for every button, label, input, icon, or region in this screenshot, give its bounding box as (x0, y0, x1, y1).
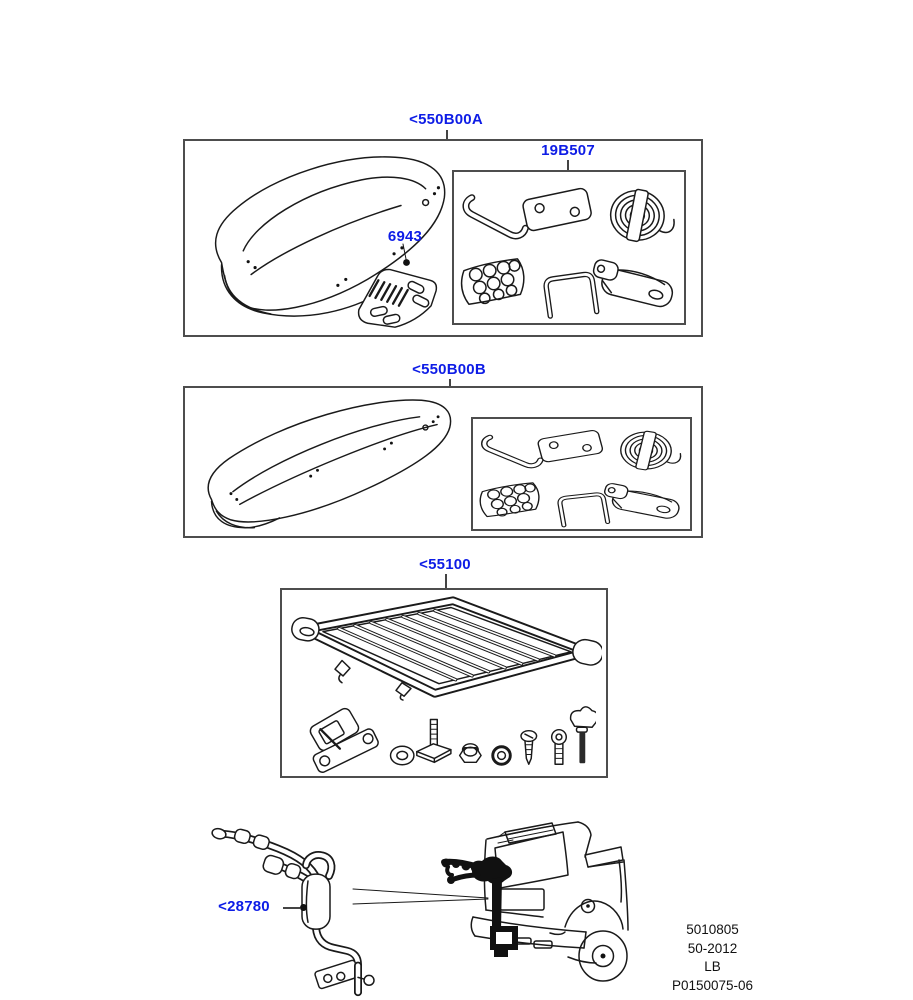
part-label-19B507[interactable]: 19B507 (541, 142, 595, 159)
roof-box-b-illustration (207, 399, 452, 529)
part-label-550B00B[interactable]: <550B00B (412, 361, 486, 378)
part-label-28780[interactable]: <28780 (218, 898, 270, 915)
mounting-plate (522, 187, 592, 232)
group-box-fitting-kit-a (452, 170, 686, 325)
leader-line-28780 (283, 907, 300, 909)
luggage-basket-illustration (291, 596, 602, 701)
carrier-silhouette (441, 856, 518, 957)
leader-line-19B507 (567, 160, 569, 170)
fixing-bracket (309, 707, 379, 773)
machine-screw (550, 728, 568, 765)
ring-washer (491, 745, 512, 766)
group-box-fitting-kit-b (471, 417, 692, 531)
footer-reference-block: 5010805 50-2012 LB P0150075-06 (640, 921, 785, 995)
part-label-55100[interactable]: <55100 (419, 556, 471, 573)
adapter-plate-illustration (357, 268, 438, 328)
mounting-plate (537, 430, 604, 463)
leader-line-550B00B (449, 379, 451, 386)
part-label-550B00A[interactable]: <550B00A (409, 111, 483, 128)
washer (389, 745, 415, 766)
footer-catalog-number: 5010805 (686, 922, 739, 937)
strap-buckle (592, 259, 674, 308)
basket-clamps (334, 659, 412, 701)
fixing-tool (481, 434, 544, 469)
strap-coil (609, 188, 675, 243)
leader-line-55100 (445, 574, 447, 588)
pad-sheet (479, 482, 540, 518)
strap-buckle (604, 483, 680, 519)
roof-box-a-body (214, 156, 446, 317)
u-bolt (543, 271, 600, 319)
leader-line-550B00A (446, 130, 448, 139)
strap-coil (620, 430, 682, 471)
pad-sheet (460, 258, 525, 305)
carrier-post (301, 873, 331, 930)
footer-section-number: 50-2012 (687, 940, 738, 956)
tow-plate (314, 959, 360, 990)
thumb-bolt (569, 706, 596, 764)
footer-drawing-number: P0150075-06 (671, 977, 754, 993)
roof-box-a-illustration (214, 156, 446, 317)
basket-slats (337, 608, 557, 682)
fitting-kit-b-illustration (479, 430, 682, 528)
group-box-roof-box-a (183, 139, 703, 337)
vehicle-body (470, 821, 629, 982)
carrier-lower-arm (312, 924, 362, 997)
footer-market-code: LB (704, 959, 721, 974)
vehicle-rear-illustration (441, 821, 629, 982)
flange-nut (458, 743, 482, 764)
leader-dot-28780 (300, 904, 307, 911)
bracket-ribs (368, 279, 409, 307)
u-bolt (557, 492, 611, 528)
group-box-luggage-basket (280, 588, 608, 778)
rivet-dots (229, 415, 440, 501)
leader-line-6943 (402, 243, 410, 266)
part-label-6943[interactable]: 6943 (387, 228, 423, 245)
group-box-roof-box-b (183, 386, 703, 538)
cycle-carrier-illustration (211, 827, 375, 997)
t-bolt (416, 718, 452, 764)
tapping-screw (520, 729, 538, 765)
basket-fixings-illustration (309, 706, 596, 773)
roof-box-b-body (207, 399, 452, 529)
basket-end-cap-right (572, 638, 602, 666)
fitting-kit-a-illustration (460, 187, 675, 319)
rivet-dots (246, 186, 441, 287)
pointer-lines (352, 888, 489, 905)
tow-ball (357, 974, 375, 986)
fixing-tool (462, 194, 529, 240)
